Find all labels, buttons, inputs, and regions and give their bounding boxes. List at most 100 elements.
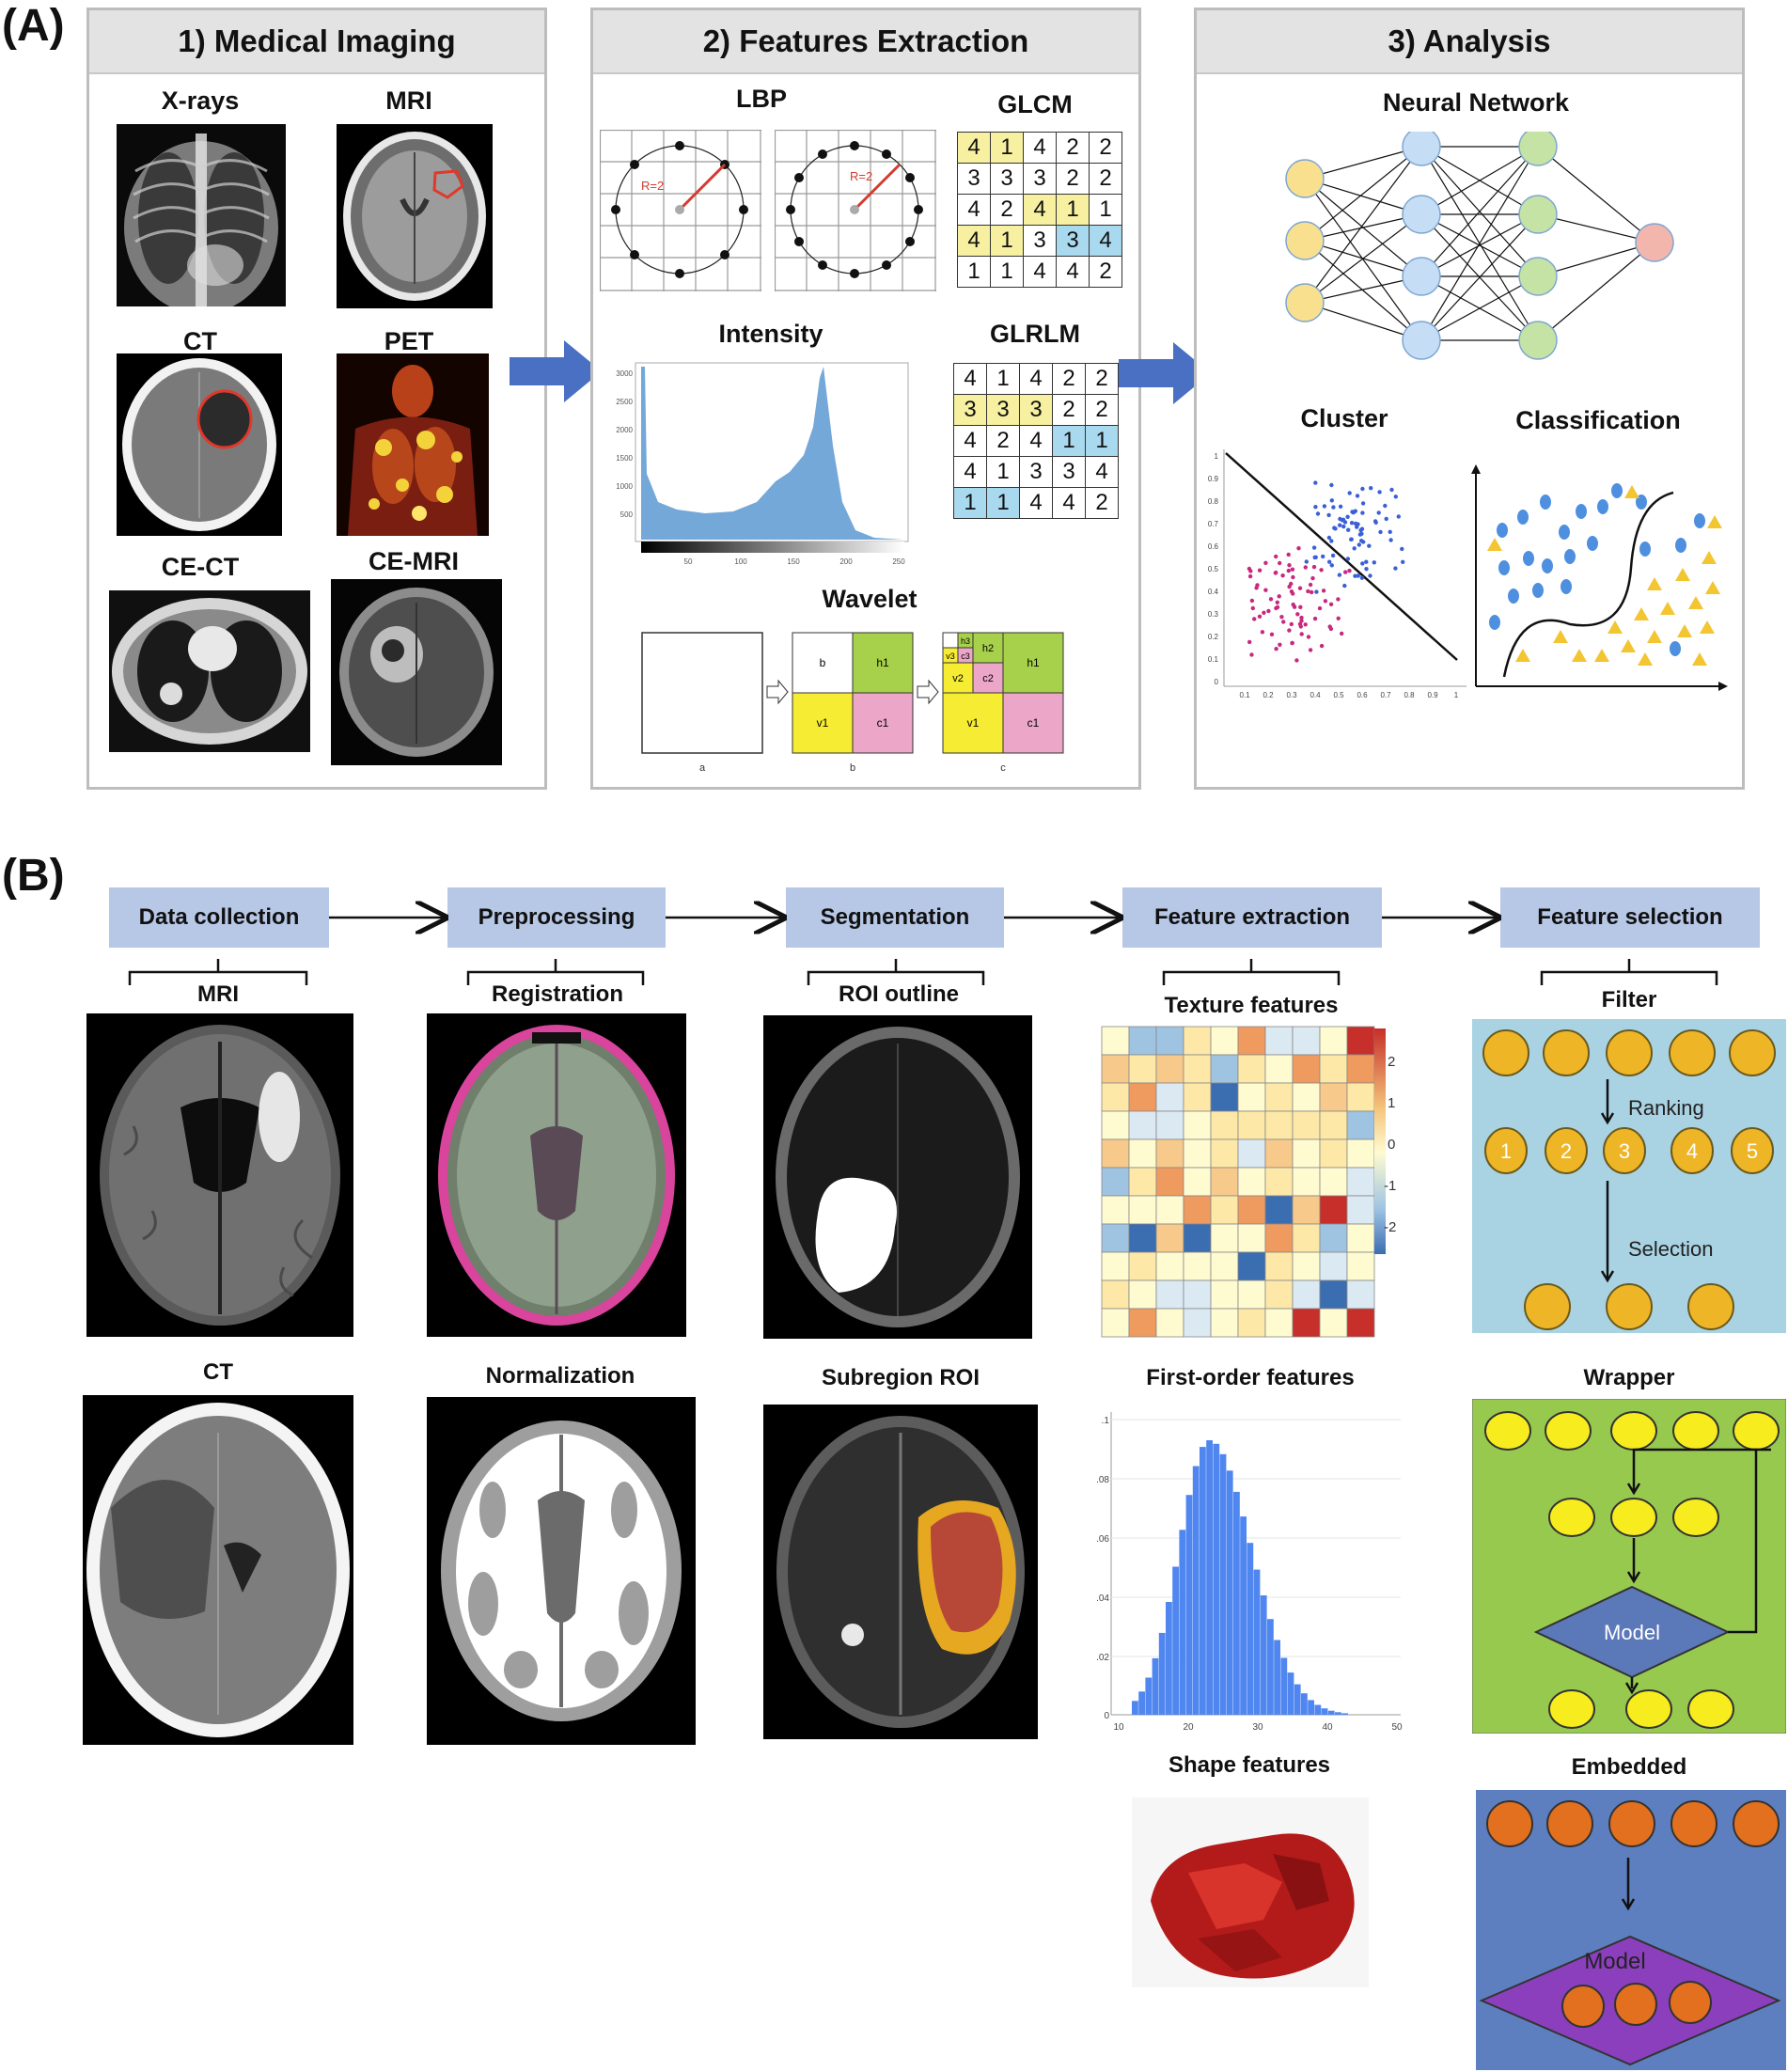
heatmap-cell (1346, 1195, 1375, 1225)
medical-imaging-title: 1) Medical Imaging (89, 10, 544, 74)
cluster-xtick: 0.6 (1357, 691, 1368, 699)
histogram-bar (1335, 1712, 1341, 1715)
cluster-point-pink (1280, 573, 1285, 578)
histogram-bar (1172, 1566, 1179, 1715)
histogram-bar (1213, 1443, 1220, 1715)
cluster-xtick: 0.7 (1380, 691, 1391, 699)
cluster-point-pink (1343, 570, 1348, 574)
cluster-point-blue (1341, 524, 1346, 529)
rank-2: 2 (1561, 1139, 1572, 1163)
glrlm-cell: 1 (986, 456, 1020, 488)
heatmap-cell (1292, 1251, 1321, 1281)
cluster-point-pink (1303, 622, 1308, 627)
heatmap-cell (1101, 1138, 1130, 1169)
histogram-bar (1152, 1657, 1159, 1715)
cluster-point-pink (1317, 605, 1323, 611)
cluster-point-blue (1368, 573, 1372, 578)
cluster-point-blue (1329, 539, 1334, 543)
heatmap-cell (1210, 1279, 1239, 1310)
cluster-point-blue (1349, 521, 1355, 526)
hist-xtick: 30 (1252, 1722, 1263, 1733)
cluster-point-blue (1361, 540, 1366, 544)
heatmap-cell (1346, 1026, 1375, 1056)
heatmap-cell (1319, 1110, 1348, 1140)
cluster-xtick: 0.4 (1310, 691, 1321, 699)
hist-xtick: 40 (1322, 1722, 1333, 1733)
cluster-point-pink (1252, 617, 1257, 621)
cluster-point-pink (1257, 568, 1263, 573)
flow-arrow-1 (510, 340, 602, 402)
glcm-cell: 1 (1089, 194, 1122, 226)
heatmap-cell (1292, 1195, 1321, 1225)
heatmap-cell (1237, 1138, 1266, 1169)
heatmap-cell (1237, 1054, 1266, 1084)
hist-ytick: .06 (1096, 1534, 1109, 1545)
cluster-point-pink (1263, 560, 1268, 565)
glcm-label: GLCM (997, 90, 1073, 118)
heatmap-cell (1346, 1110, 1375, 1140)
glrlm-cell: 3 (1019, 394, 1053, 426)
xray-label: X-rays (161, 86, 240, 115)
heatmap-cell (1128, 1026, 1157, 1056)
wavelet-v1: v1 (817, 716, 829, 730)
glrlm-cell: 3 (1052, 456, 1086, 488)
heatmap-cell (1183, 1054, 1212, 1084)
cluster-point-blue (1369, 486, 1373, 491)
heatmap-cell (1237, 1195, 1266, 1225)
cluster-point-blue (1396, 514, 1401, 519)
cluster-point-pink (1247, 573, 1253, 579)
heatmap-cell (1155, 1110, 1184, 1140)
heatmap-cell (1155, 1279, 1184, 1310)
texture-scale-tick: 1 (1388, 1095, 1395, 1111)
histogram-bar (1132, 1701, 1138, 1715)
cluster-point-pink (1308, 648, 1313, 652)
cluster-point-pink (1263, 588, 1268, 592)
glrlm-cell: 3 (986, 394, 1020, 426)
wavelet-caption-c: c (1000, 762, 1006, 774)
cluster-point-blue (1312, 555, 1317, 560)
heatmap-cell (1101, 1251, 1130, 1281)
intensity-ytick: 500 (620, 510, 634, 519)
heatmap-cell (1237, 1167, 1266, 1197)
wavelet-h2: h2 (982, 643, 994, 654)
step-data-collection: Data collection (109, 887, 329, 948)
cluster-point-blue (1400, 546, 1404, 552)
cluster-ytick: 0.7 (1208, 520, 1219, 528)
heatmap-cell (1155, 1138, 1184, 1169)
intensity-xtick: 150 (787, 557, 800, 566)
heatmap-cell (1210, 1195, 1239, 1225)
cluster-point-blue (1393, 494, 1398, 499)
hist-xtick: 50 (1391, 1722, 1403, 1733)
cluster-ytick: 0.6 (1208, 542, 1219, 551)
normalization-label: Normalization (485, 1363, 635, 1389)
glcm-cell: 1 (990, 256, 1024, 288)
cluster-point-pink (1275, 604, 1280, 610)
cluster-point-pink (1289, 589, 1294, 594)
cluster-point-pink (1323, 599, 1328, 604)
cluster-point-blue (1315, 511, 1321, 516)
heatmap-cell (1346, 1308, 1375, 1338)
mri-image (337, 124, 493, 308)
glrlm-cell: 4 (953, 425, 987, 457)
heatmap-cell (1101, 1279, 1130, 1310)
cluster-point-pink (1296, 546, 1301, 551)
glcm-cell: 1 (990, 132, 1024, 164)
histogram-bar (1206, 1440, 1213, 1715)
cluster-point-pink (1257, 614, 1263, 619)
heatmap-cell (1292, 1167, 1321, 1197)
intensity-xtick: 250 (892, 557, 905, 566)
wavelet-h1-c: h1 (1027, 656, 1040, 669)
glrlm-cell: 4 (1019, 425, 1053, 457)
histogram-bar (1314, 1704, 1322, 1715)
wrapper-label: Wrapper (1583, 1365, 1675, 1390)
texture-scale-tick: -2 (1384, 1219, 1396, 1235)
cluster-point-pink (1321, 589, 1326, 593)
cluster-point-blue (1384, 516, 1388, 522)
heatmap-cell (1292, 1054, 1321, 1084)
cluster-point-pink (1299, 615, 1304, 620)
heatmap-cell (1210, 1167, 1239, 1197)
hist-ytick: .1 (1102, 1416, 1110, 1426)
glrlm-cell: 1 (953, 487, 987, 519)
wavelet-v1-c: v1 (967, 716, 980, 730)
glrlm-cell: 4 (1019, 363, 1053, 395)
